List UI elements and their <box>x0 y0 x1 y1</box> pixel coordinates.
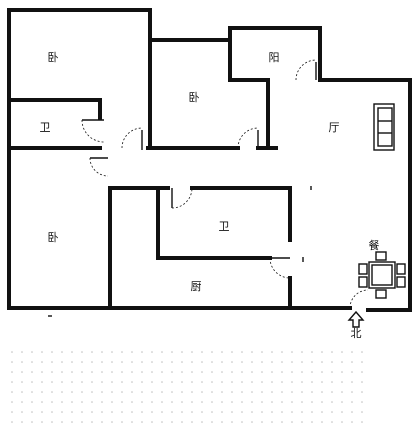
north-arrow-icon <box>347 310 365 328</box>
room-label-balcony: 阳 <box>269 51 280 64</box>
room-label-bathroom-left: 卫 <box>40 121 51 134</box>
dotted-grid-area <box>8 345 364 423</box>
room-label-kitchen: 厨 <box>191 280 202 293</box>
dining-table <box>358 251 406 299</box>
room-label-dining: 餐 <box>369 238 380 252</box>
room-label-living-room: 厅 <box>329 121 340 134</box>
room-label-bathroom-middle: 卫 <box>219 220 230 233</box>
room-label-bedroom-bottom-left: 卧 <box>48 231 59 244</box>
sofa <box>373 103 395 151</box>
door-arcs <box>81 59 369 309</box>
room-label-bedroom-top-left: 卧 <box>48 51 59 64</box>
room-label-bedroom-top-middle: 卧 <box>189 91 200 104</box>
compass-label: 北 <box>351 327 362 340</box>
walls <box>7 8 412 312</box>
door-leaves <box>48 62 317 317</box>
